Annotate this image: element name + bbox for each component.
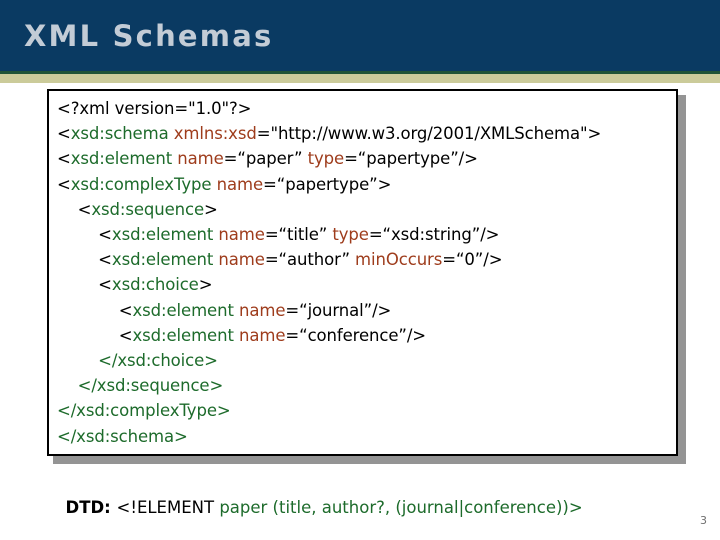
code-token-tag: xsd:element [70,149,173,169]
code-line: </xsd:choice> [57,348,674,373]
code-token-tag: </xsd:choice> [98,351,218,371]
code-token-tag: xsd:choice [111,275,199,295]
code-token-tag: xsd:element [132,300,234,320]
dtd-caption: DTD: <!ELEMENT paper (title, author?, (j… [55,479,583,517]
code-line: </xsd:schema> [57,424,674,449]
code-token-tag: xsd:element [111,250,214,270]
dtd-body: paper (title, author?, (journal|conferen… [219,498,583,517]
code-indent [57,376,78,395]
code-token-plain: =“author” [264,250,356,270]
code-token-plain: < [57,124,71,144]
code-line: <xsd:sequence> [57,197,674,222]
code-token-plain: < [118,325,133,345]
code-token-plain: < [57,174,71,194]
code-token-plain: =“papertype”> [263,174,392,194]
code-line: </xsd:sequence> [57,373,674,398]
code-token-tag: xsd:element [111,225,214,245]
code-token-tag: </xsd:sequence> [77,376,224,396]
code-indent [57,250,98,269]
code-token-attr: name [238,325,286,345]
code-token-plain: < [77,199,92,219]
code-token-plain: ="http://www.w3.org/2001/XMLSchema"> [256,124,602,144]
code-token-tag: xsd:element [132,325,234,345]
code-token-plain: =“paper” [223,149,308,169]
code-token-plain: =“0”/> [442,250,503,270]
code-indent [57,351,98,370]
code-line: <xsd:element name=“journal”/> [57,298,674,323]
code-line: <xsd:element name=“title” type=“xsd:stri… [57,222,674,247]
code-token-plain: > [204,199,218,219]
code-token-plain: < [98,275,112,295]
dtd-keyword: <!ELEMENT [116,498,220,517]
code-block: <?xml version="1.0"?><xsd:schema xmlns:x… [47,89,678,456]
code-token-tag: </xsd:complexType> [57,401,231,421]
code-token-tag: xsd:schema [70,124,169,144]
code-token-plain: =“papertype”/> [344,149,478,169]
code-token-plain: < [98,250,112,270]
code-token-attr: name [216,174,264,194]
code-line: </xsd:complexType> [57,398,674,423]
code-token-attr: name [238,300,286,320]
code-indent [57,200,78,219]
code-token-plain: =“conference”/> [285,325,427,345]
code-line: <xsd:element name=“conference”/> [57,323,674,348]
code-line: <xsd:complexType name=“papertype”> [57,172,674,197]
header-rule-green [0,71,720,74]
code-token-plain: =“title” [264,225,333,245]
code-token-plain: < [57,149,71,169]
code-token-plain: < [118,300,133,320]
code-token-attr: name [177,149,224,169]
dtd-label: DTD: [65,498,117,517]
code-line: <xsd:element name=“paper” type=“papertyp… [57,146,674,171]
code-indent [57,326,119,345]
code-line-list: <?xml version="1.0"?><xsd:schema xmlns:x… [57,96,674,449]
code-token-attr: name [218,225,265,245]
code-token-tag: </xsd:schema> [57,426,188,446]
code-line: <xsd:choice> [57,272,674,297]
header-rule-khaki [0,74,720,83]
code-token-plain: > [198,275,213,295]
code-token-plain: =“xsd:string”/> [368,225,500,245]
code-token-attr: xmlns:xsd [173,124,257,144]
code-line: <xsd:element name=“author” minOccurs=“0”… [57,247,674,272]
page-number: 3 [700,514,707,527]
code-token-attr: minOccurs [355,250,443,270]
code-token-tag: xsd:sequence [91,199,205,219]
code-token-attr: type [307,149,345,169]
slide-header-band [0,0,720,71]
code-indent [57,301,119,320]
code-token-attr: name [218,250,265,270]
code-token-attr: type [332,225,369,245]
code-token-plain: <?xml version="1.0"?> [57,99,252,118]
page-title: XML Schemas [24,19,274,53]
code-token-tag: xsd:complexType [70,174,212,194]
code-indent [57,225,98,244]
code-token-plain: < [98,225,112,245]
code-token-plain: =“journal”/> [285,300,392,320]
code-indent [57,275,98,294]
code-line: <xsd:schema xmlns:xsd="http://www.w3.org… [57,121,674,146]
code-line: <?xml version="1.0"?> [57,96,674,121]
